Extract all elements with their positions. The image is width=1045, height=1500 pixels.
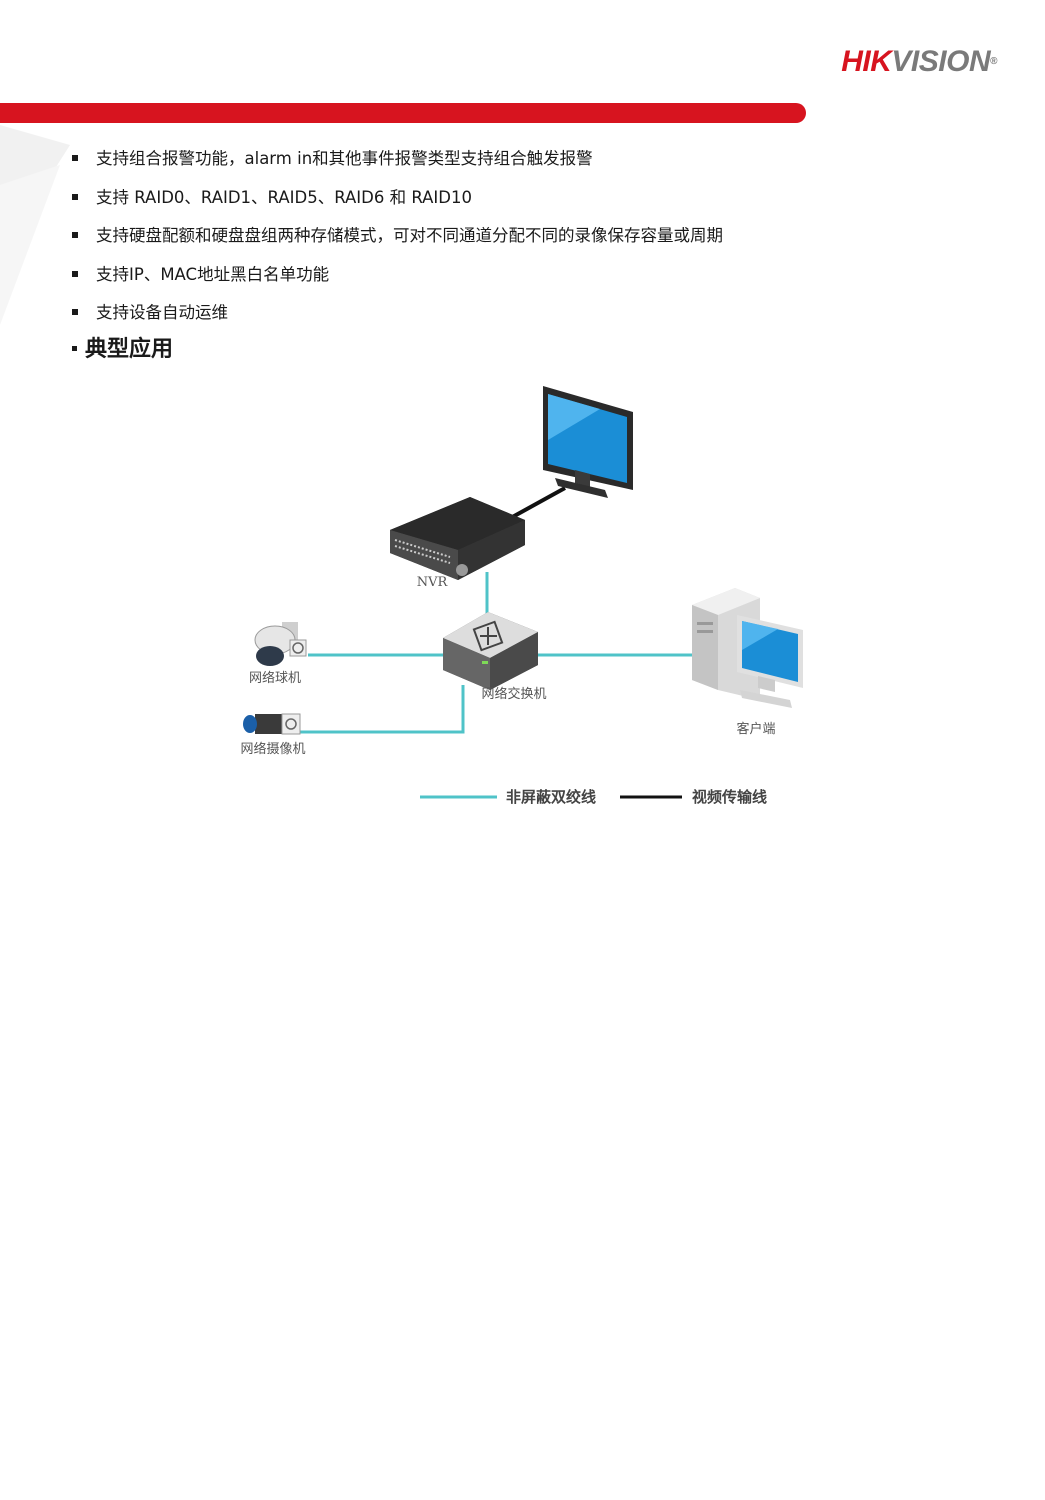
- switch-icon: [443, 612, 538, 690]
- feature-item: 支持IP、MAC地址黑白名单功能: [70, 256, 723, 295]
- dome-camera-label: 网络球机: [249, 670, 301, 686]
- section-bullet: [72, 345, 77, 351]
- client-label: 客户端: [736, 721, 775, 737]
- legend-video-label: 视频传输线: [692, 788, 767, 806]
- box-camera-icon: [243, 713, 301, 735]
- box-camera-label: 网络摄像机: [240, 741, 305, 757]
- switch-label: 网络交换机: [481, 686, 546, 702]
- dome-camera-icon: [254, 622, 307, 666]
- feature-item: 支持组合报警功能，alarm in和其他事件报警类型支持组合触发报警: [70, 140, 723, 179]
- nvr-icon: [390, 497, 525, 580]
- logo-registered-mark: ®: [990, 56, 997, 67]
- decorative-triangles: [0, 125, 70, 325]
- network-diagram: NVR 网络交换机 网络球机 网络摄像机: [240, 386, 803, 806]
- camera-switch-line: [300, 685, 465, 734]
- hikvision-logo: HIKVISION®: [841, 44, 997, 80]
- logo-vision: VISION: [891, 45, 991, 78]
- nvr-monitor-line: [506, 486, 566, 522]
- legend-utp-label: 非屏蔽双绞线: [506, 788, 596, 806]
- section-title-text: 典型应用: [85, 337, 174, 362]
- feature-item: 支持设备自动运维: [70, 294, 723, 333]
- feature-list: 支持组合报警功能，alarm in和其他事件报警类型支持组合触发报警 支持 RA…: [70, 140, 723, 333]
- nvr-label: NVR: [417, 575, 449, 590]
- logo-hik: HIK: [841, 45, 892, 78]
- utp-lines: [300, 572, 692, 734]
- header-red-bar: [0, 103, 806, 123]
- section-title: 典型应用: [72, 334, 173, 366]
- client-pc-icon: [692, 588, 803, 708]
- feature-item: 支持硬盘配额和硬盘盘组两种存储模式，可对不同通道分配不同的录像保存容量或周期: [70, 217, 723, 256]
- monitor-icon: [543, 386, 633, 498]
- legend: 非屏蔽双绞线 视频传输线: [420, 788, 767, 806]
- feature-item: 支持 RAID0、RAID1、RAID5、RAID6 和 RAID10: [70, 179, 723, 218]
